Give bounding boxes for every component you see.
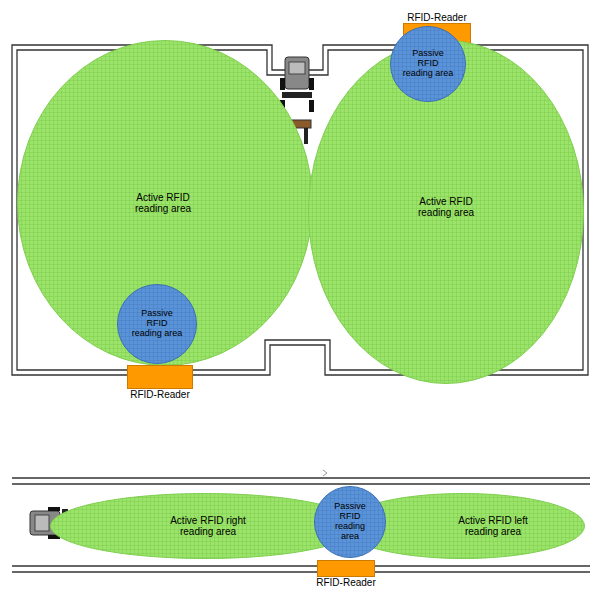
active-area-ellipse: [18, 41, 313, 366]
corridor-wall: [12, 565, 590, 566]
rfid-reader: RFID-Reader: [316, 560, 375, 588]
passive-label: Passive RFID reading area: [131, 309, 183, 339]
area-label: Active RFID reading area: [127, 192, 199, 214]
active-reading-area: Active RFID right reading area: [50, 493, 360, 559]
area-label: Active RFID right reading area: [160, 515, 256, 537]
area-label: Active RFID reading area: [410, 196, 482, 218]
forklift-wheel: [48, 507, 60, 511]
reader-label: RFID-Reader: [316, 577, 375, 588]
active-reading-area: Active RFID reading areaPassive RFID rea…: [17, 40, 313, 366]
forklift-cab: [35, 515, 49, 531]
corridor-wall: [12, 477, 590, 478]
active-reading-area: Active RFID reading area Passive RFID rea…: [308, 40, 584, 384]
reader-label: RFID-Reader: [130, 389, 189, 400]
passive-area-circle: [118, 285, 197, 364]
corridor-walls: [12, 470, 590, 572]
passive-reading-area: Passive RFID reading area: [117, 284, 197, 364]
forklift-fork: [304, 128, 308, 144]
passive-reading-area: Passive RFID reading area: [314, 486, 386, 558]
corridor-wall: [12, 483, 590, 484]
passive-area-circle: [391, 27, 466, 102]
forklift-mast: [282, 92, 312, 98]
area-label: Active RFID left reading area: [445, 515, 541, 537]
rfid-reader: RFID-Reader: [127, 365, 193, 400]
reader-box: [127, 365, 193, 389]
forklift-body: [285, 57, 309, 89]
forklift-wheel: [309, 100, 314, 112]
forklift-wheel: [309, 78, 314, 90]
direction-mark: [323, 470, 327, 476]
reader-box: [317, 560, 375, 577]
passive-label: Passive RFID reading area: [402, 49, 454, 79]
passive-reading-area: Passive RFID reading area: [390, 26, 466, 102]
active-area-ellipse: [51, 494, 360, 559]
active-area-ellipse: [342, 494, 585, 559]
passive-label: Passive RFID reading area: [325, 502, 375, 542]
passive-area-circle: [315, 487, 386, 558]
forklift-cab: [289, 62, 305, 74]
forklift-wheel: [280, 78, 285, 90]
corridor-wall: [12, 571, 590, 572]
reader-label: RFID-Reader: [407, 12, 466, 23]
